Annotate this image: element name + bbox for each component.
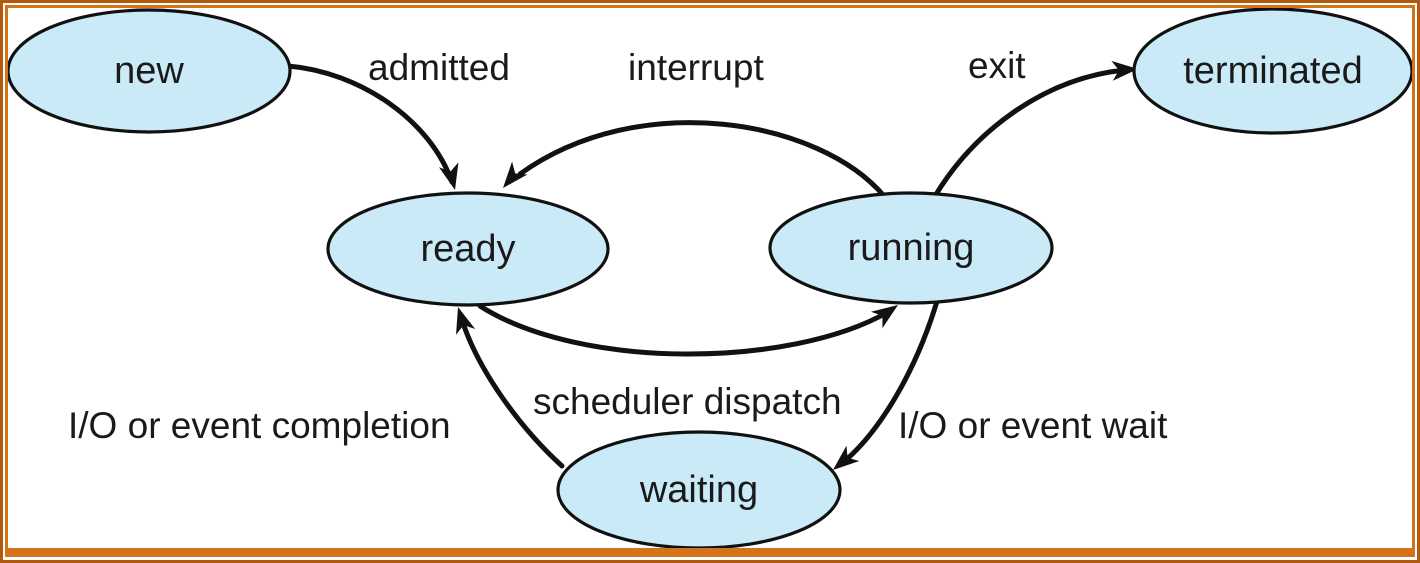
edge-line bbox=[843, 295, 941, 463]
ellipse-shape bbox=[768, 191, 1054, 305]
edge-ready-to-running bbox=[477, 303, 898, 357]
state-label-running: running bbox=[848, 227, 975, 269]
edge-running-to-waiting bbox=[833, 295, 941, 470]
edge-label-new-to-ready: admitted bbox=[368, 47, 510, 88]
edge-line bbox=[932, 67, 1128, 199]
edge-label-running-to-ready: interrupt bbox=[628, 47, 764, 88]
edge-waiting-to-ready bbox=[456, 307, 565, 469]
edge-new-to-ready bbox=[285, 63, 459, 190]
edge-running-to-ready bbox=[503, 120, 887, 199]
ellipse-shape bbox=[6, 8, 292, 134]
nodes-layer: new ready running terminated waiting bbox=[6, 7, 1414, 550]
edge-line bbox=[285, 63, 455, 185]
state-node-ready[interactable]: ready bbox=[326, 191, 610, 307]
edge-label-running-to-terminated: exit bbox=[968, 45, 1026, 86]
state-label-waiting: waiting bbox=[639, 469, 758, 511]
state-label-terminated: terminated bbox=[1183, 50, 1363, 92]
state-label-ready: ready bbox=[420, 228, 515, 270]
arrowhead-icon bbox=[833, 445, 860, 470]
edge-label-running-to-waiting: I/O or event wait bbox=[898, 405, 1168, 446]
state-label-new: new bbox=[114, 50, 184, 92]
state-node-terminated[interactable]: terminated bbox=[1132, 7, 1414, 135]
ellipse-shape bbox=[326, 191, 610, 307]
state-node-new[interactable]: new bbox=[6, 8, 292, 134]
edge-running-to-terminated bbox=[932, 60, 1138, 199]
arrowhead-icon bbox=[503, 161, 528, 188]
edge-line bbox=[459, 317, 565, 469]
arrowhead-icon bbox=[1111, 60, 1138, 81]
edge-label-ready-to-running: scheduler dispatch bbox=[533, 381, 842, 422]
arrowhead-icon bbox=[456, 307, 476, 335]
edge-label-waiting-to-ready: I/O or event completion bbox=[68, 405, 451, 446]
state-node-waiting[interactable]: waiting bbox=[556, 430, 842, 550]
arrowhead-icon bbox=[870, 305, 898, 329]
edges-layer bbox=[285, 60, 1138, 470]
state-node-running[interactable]: running bbox=[768, 191, 1054, 305]
edge-line bbox=[477, 303, 891, 357]
edge-labels-layer: admitted interrupt exit scheduler dispatchI… bbox=[68, 45, 1168, 446]
edge-line bbox=[517, 120, 887, 199]
arrowhead-icon bbox=[439, 162, 459, 190]
